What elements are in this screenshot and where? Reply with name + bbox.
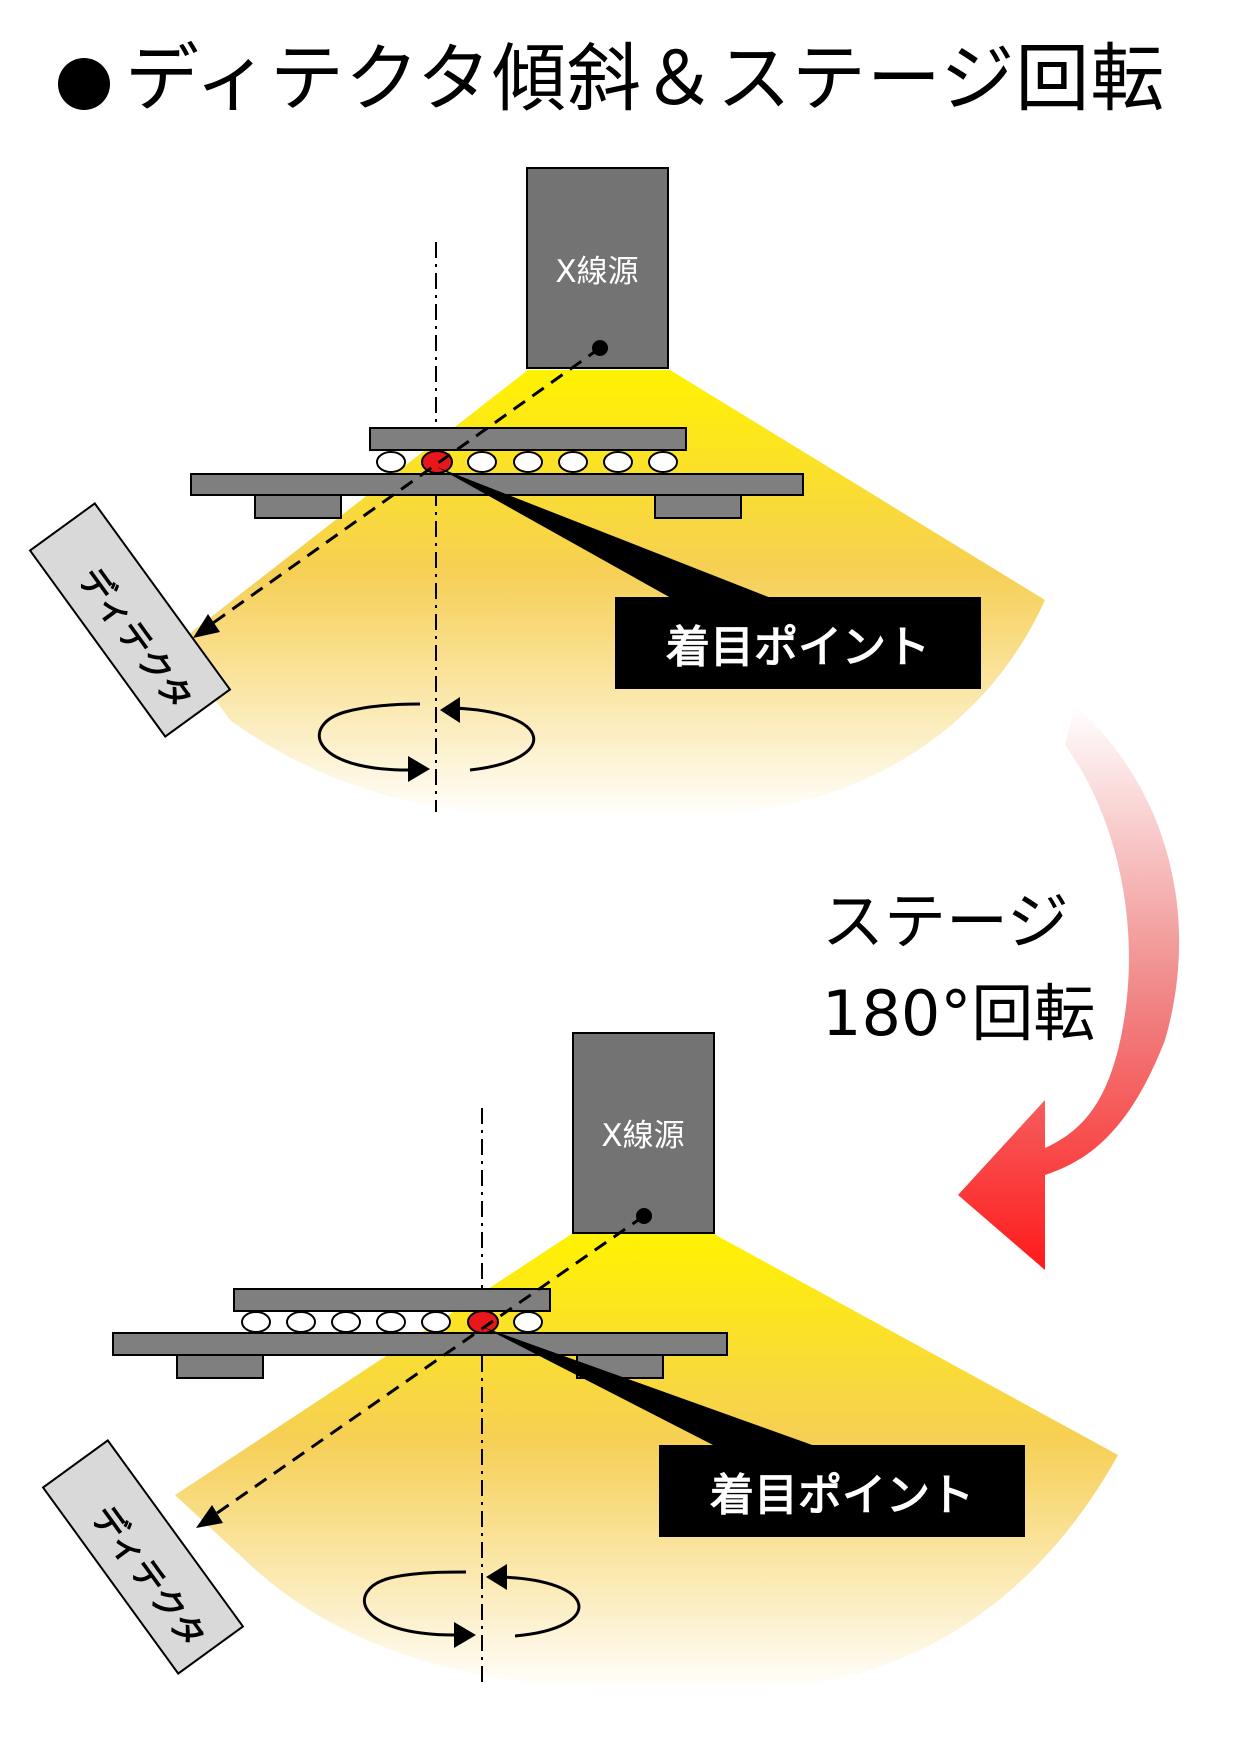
detector [28, 502, 232, 738]
xray-source [572, 1032, 715, 1234]
board [112, 1332, 728, 1356]
solder-balls [376, 451, 678, 473]
callout-pointer [483, 1327, 815, 1446]
xray-path-arrowhead [196, 1505, 223, 1528]
panel-bottom [41, 1032, 1118, 1693]
focus-point-label: 着目ポイント [659, 1445, 1025, 1537]
detector [41, 1439, 245, 1675]
stage-rotation-ring [362, 1570, 467, 1637]
rotation-arrowhead-bottom [408, 756, 430, 782]
stage-support-left [254, 494, 342, 519]
xray-path-dashed [209, 1214, 645, 1520]
top-chip [233, 1288, 551, 1312]
xray-source-label: X線源 [601, 1118, 685, 1154]
xray-path-arrowhead [193, 614, 220, 638]
xray-source-label: X線源 [555, 254, 639, 290]
xray-path-dashed [205, 346, 601, 630]
rotation-label-line1: ステージ [822, 885, 1069, 958]
callout-pointer [437, 467, 771, 598]
page-title: ディテクタ傾斜＆ステージ回転 [125, 36, 1166, 122]
rotation-arrowhead-bottom [454, 1622, 476, 1648]
xray-source [526, 167, 669, 369]
focus-point-label: 着目ポイント [615, 597, 981, 689]
stage-rotation-ring [317, 702, 421, 772]
top-chip [369, 427, 687, 451]
stage-rotation-ring-right [452, 706, 535, 772]
rotation-curved-arrow [958, 705, 1180, 1270]
stage-support-right [654, 494, 742, 519]
stage-support-left [176, 1354, 264, 1379]
rotation-arrowhead-top [440, 697, 460, 723]
rotation-arrowhead-top [486, 1564, 507, 1590]
stage-rotation-ring-right [499, 1575, 581, 1638]
title-bullet [58, 58, 110, 110]
panel-top [28, 167, 1045, 820]
rotation-label-line2: 180°回転 [822, 977, 1096, 1050]
